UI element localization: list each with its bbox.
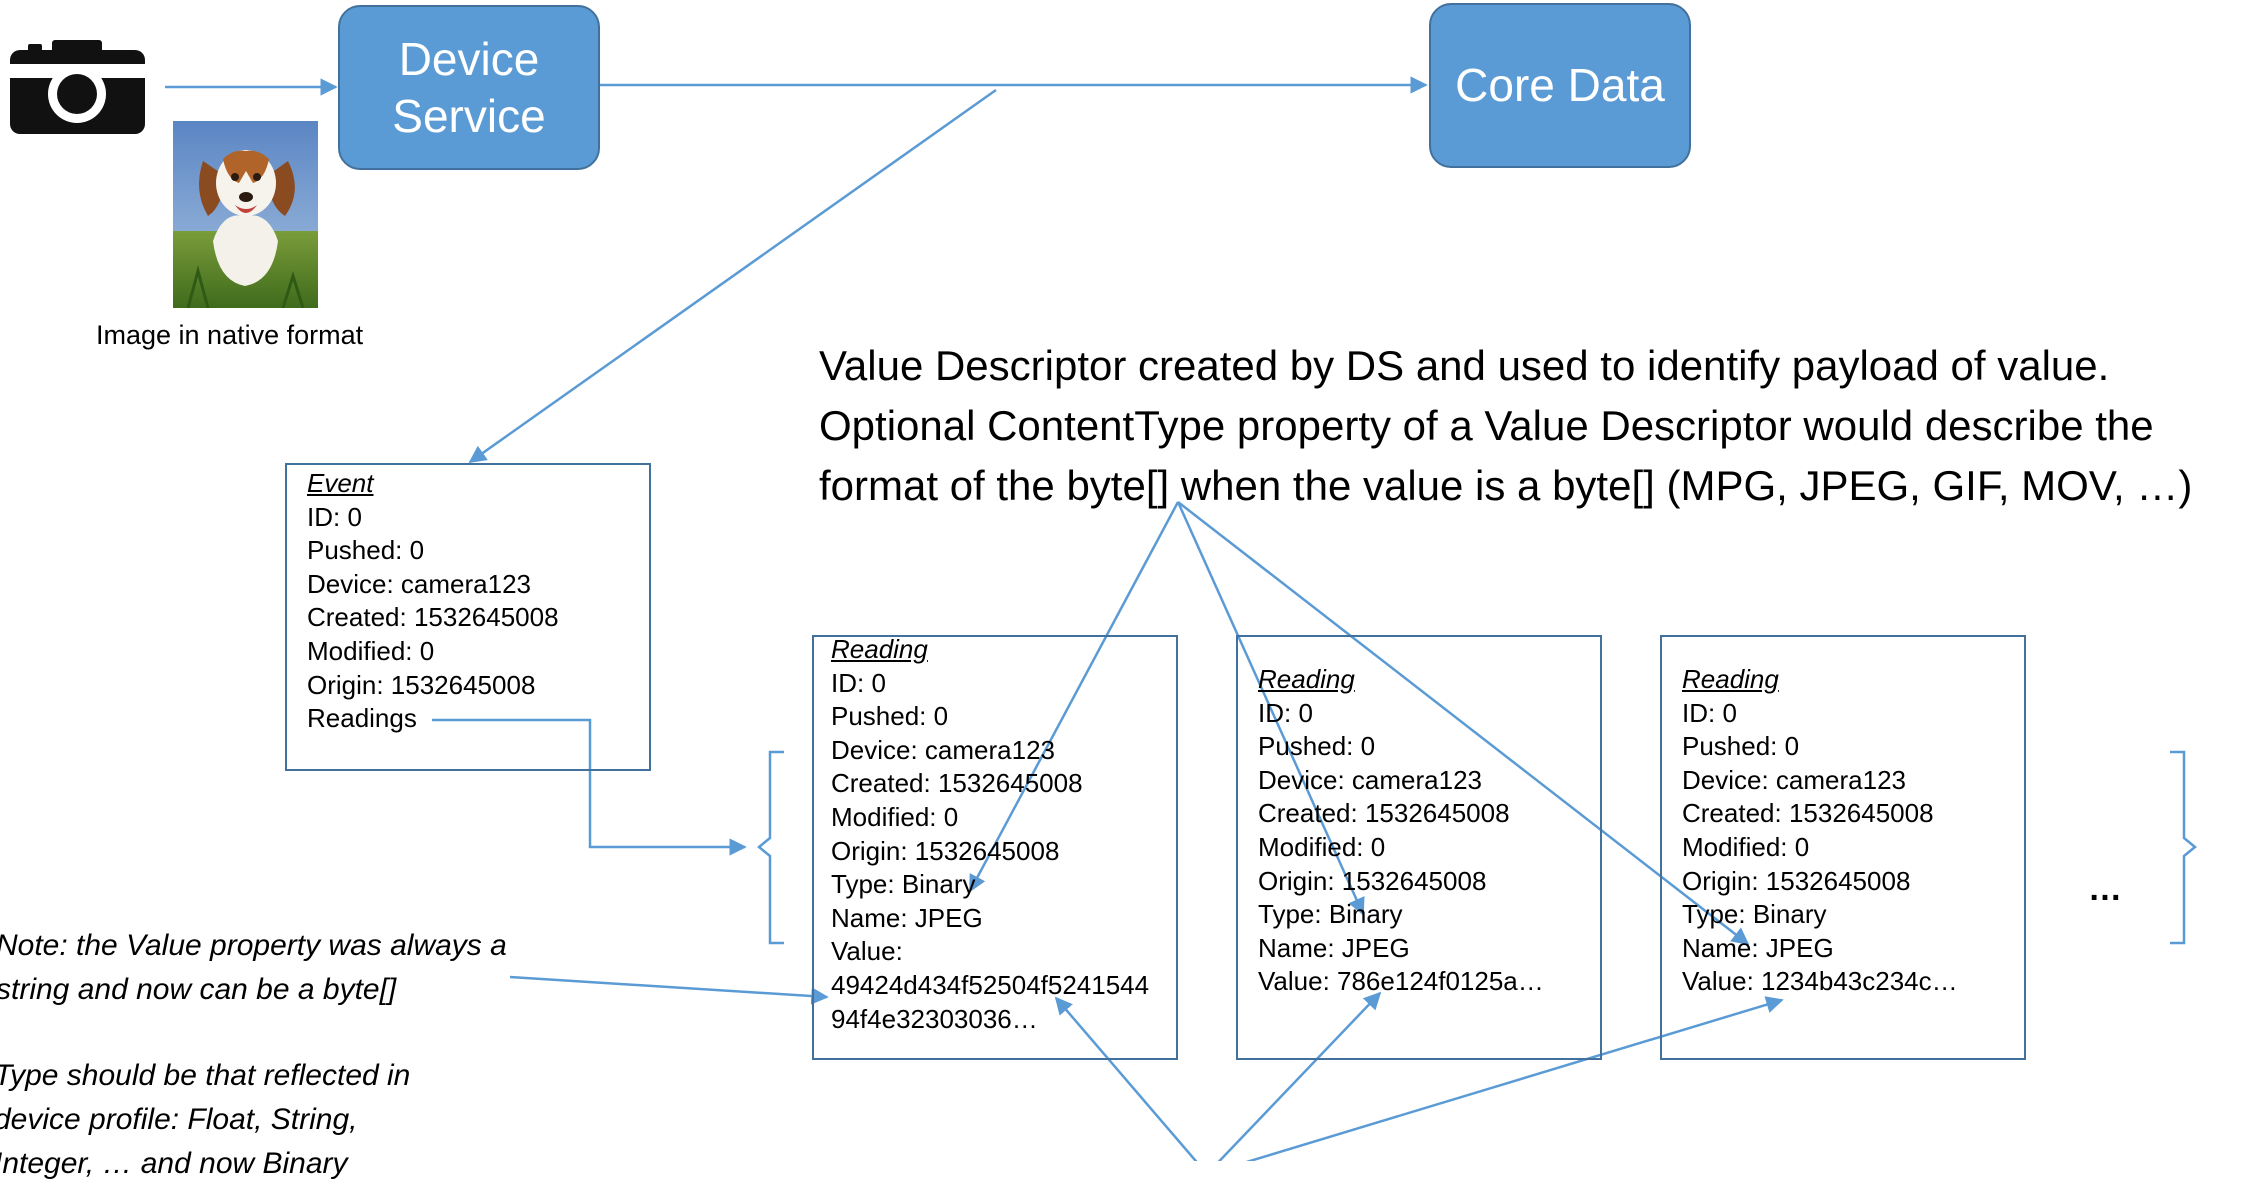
value-descriptor-text: Value Descriptor created by DS and used … — [819, 336, 2192, 516]
reading-line: Device: camera123 — [1258, 764, 1482, 795]
reading-line: Origin: 1532645008 — [1682, 865, 1911, 896]
event-line: Pushed: 0 — [307, 535, 425, 566]
reading-line: ID: 0 — [1258, 697, 1313, 728]
reading-line: Device: camera123 — [1682, 764, 1906, 795]
image-caption: Image in native format — [96, 320, 364, 350]
to-event-arrow — [468, 88, 997, 464]
reading-line: Origin: 1532645008 — [1258, 865, 1487, 896]
reading-line: Value: 1234b43c234c… — [1682, 966, 1958, 997]
note-line: Type should be that reflected in — [0, 1059, 411, 1092]
camera-icon — [10, 40, 145, 134]
event-line: Device: camera123 — [307, 568, 531, 599]
core-data-node: Core Data — [1429, 3, 1691, 168]
device-service-node: Device Service — [338, 5, 600, 170]
reading-line: ID: 0 — [1682, 697, 1737, 728]
note-to-value-arrow — [509, 975, 829, 1005]
event-line: Modified: 0 — [307, 635, 435, 666]
reading-line: Type: Binary — [1682, 899, 1827, 930]
reading-line: Name: JPEG — [831, 902, 983, 933]
more-readings-ellipsis: … — [2088, 870, 2122, 908]
reading-line: ID: 0 — [831, 667, 886, 698]
vd-to-reading1-type — [968, 501, 1180, 893]
note-line: string and now can be a byte[] — [0, 973, 397, 1006]
reading-line: Name: JPEG — [1682, 932, 1834, 963]
reading-line: Value: — [831, 936, 903, 967]
reading-line: Created: 1532645008 — [1682, 798, 1934, 829]
reading-line: Device: camera123 — [831, 734, 1055, 765]
value-descriptor-line: format of the byte[] when the value is a… — [819, 462, 2193, 509]
reading-title: Reading — [1682, 664, 1779, 694]
reading-line: Created: 1532645008 — [831, 768, 1083, 799]
event-title: Event — [307, 468, 374, 498]
reading-line: Type: Binary — [831, 869, 976, 900]
reading-box-3: Reading ID: 0 Pushed: 0 Device: camera12… — [1660, 635, 2026, 1060]
reading-line: Pushed: 0 — [1258, 731, 1376, 762]
note-line: Note: the Value property was always a — [0, 929, 507, 962]
reading-line: Modified: 0 — [1258, 831, 1386, 862]
note-line: Integer, … and now Binary — [0, 1147, 348, 1180]
type-note-to-reading3-value — [1245, 996, 1784, 1161]
reading-box-2: Reading ID: 0 Pushed: 0 Device: camera12… — [1236, 635, 1602, 1060]
value-property-note: Note: the Value property was always a st… — [0, 924, 507, 1012]
reading-line: Type: Binary — [1258, 899, 1403, 930]
event-line: Origin: 1532645008 — [307, 669, 536, 700]
vd-to-reading2-type — [1176, 501, 1365, 916]
value-descriptor-line: Optional ContentType property of a Value… — [819, 402, 2154, 449]
left-brace — [757, 750, 784, 945]
reading-line: 94f4e32303036… — [831, 1003, 1038, 1034]
reading-line: Origin: 1532645008 — [831, 835, 1060, 866]
reading-line: Pushed: 0 — [1682, 731, 1800, 762]
note-line: device profile: Float, String, — [0, 1103, 358, 1136]
reading-line: Modified: 0 — [831, 801, 959, 832]
reading-line: Created: 1532645008 — [1258, 798, 1510, 829]
right-brace — [2170, 750, 2197, 945]
event-box: Event ID: 0 Pushed: 0 Device: camera123 … — [285, 463, 651, 771]
vd-to-reading3-name — [1177, 501, 1750, 946]
connectors — [165, 76, 2197, 1161]
type-note-to-reading1-value — [1054, 996, 1198, 1161]
reading-box-1: Reading ID: 0 Pushed: 0 Device: camera12… — [812, 634, 1178, 1060]
type-note-to-reading2-value — [1217, 991, 1382, 1161]
event-line: ID: 0 — [307, 501, 362, 532]
reading-line: Value: 786e124f0125a… — [1258, 966, 1544, 997]
event-line: Created: 1532645008 — [307, 602, 559, 633]
event-readings-label: Readings — [307, 703, 417, 734]
reading-line: Name: JPEG — [1258, 932, 1410, 963]
reading-line: Modified: 0 — [1682, 831, 1810, 862]
reading-title: Reading — [1258, 664, 1355, 694]
reading-line: Pushed: 0 — [831, 701, 949, 732]
reading-line: 49424d434f52504f5241544 — [831, 969, 1150, 1000]
value-descriptor-line: Value Descriptor created by DS and used … — [819, 342, 2110, 389]
type-note: Type should be that reflected in device … — [0, 1054, 410, 1186]
reading-title: Reading — [831, 634, 928, 664]
dog-photo — [173, 121, 318, 308]
readings-connector — [432, 718, 747, 856]
